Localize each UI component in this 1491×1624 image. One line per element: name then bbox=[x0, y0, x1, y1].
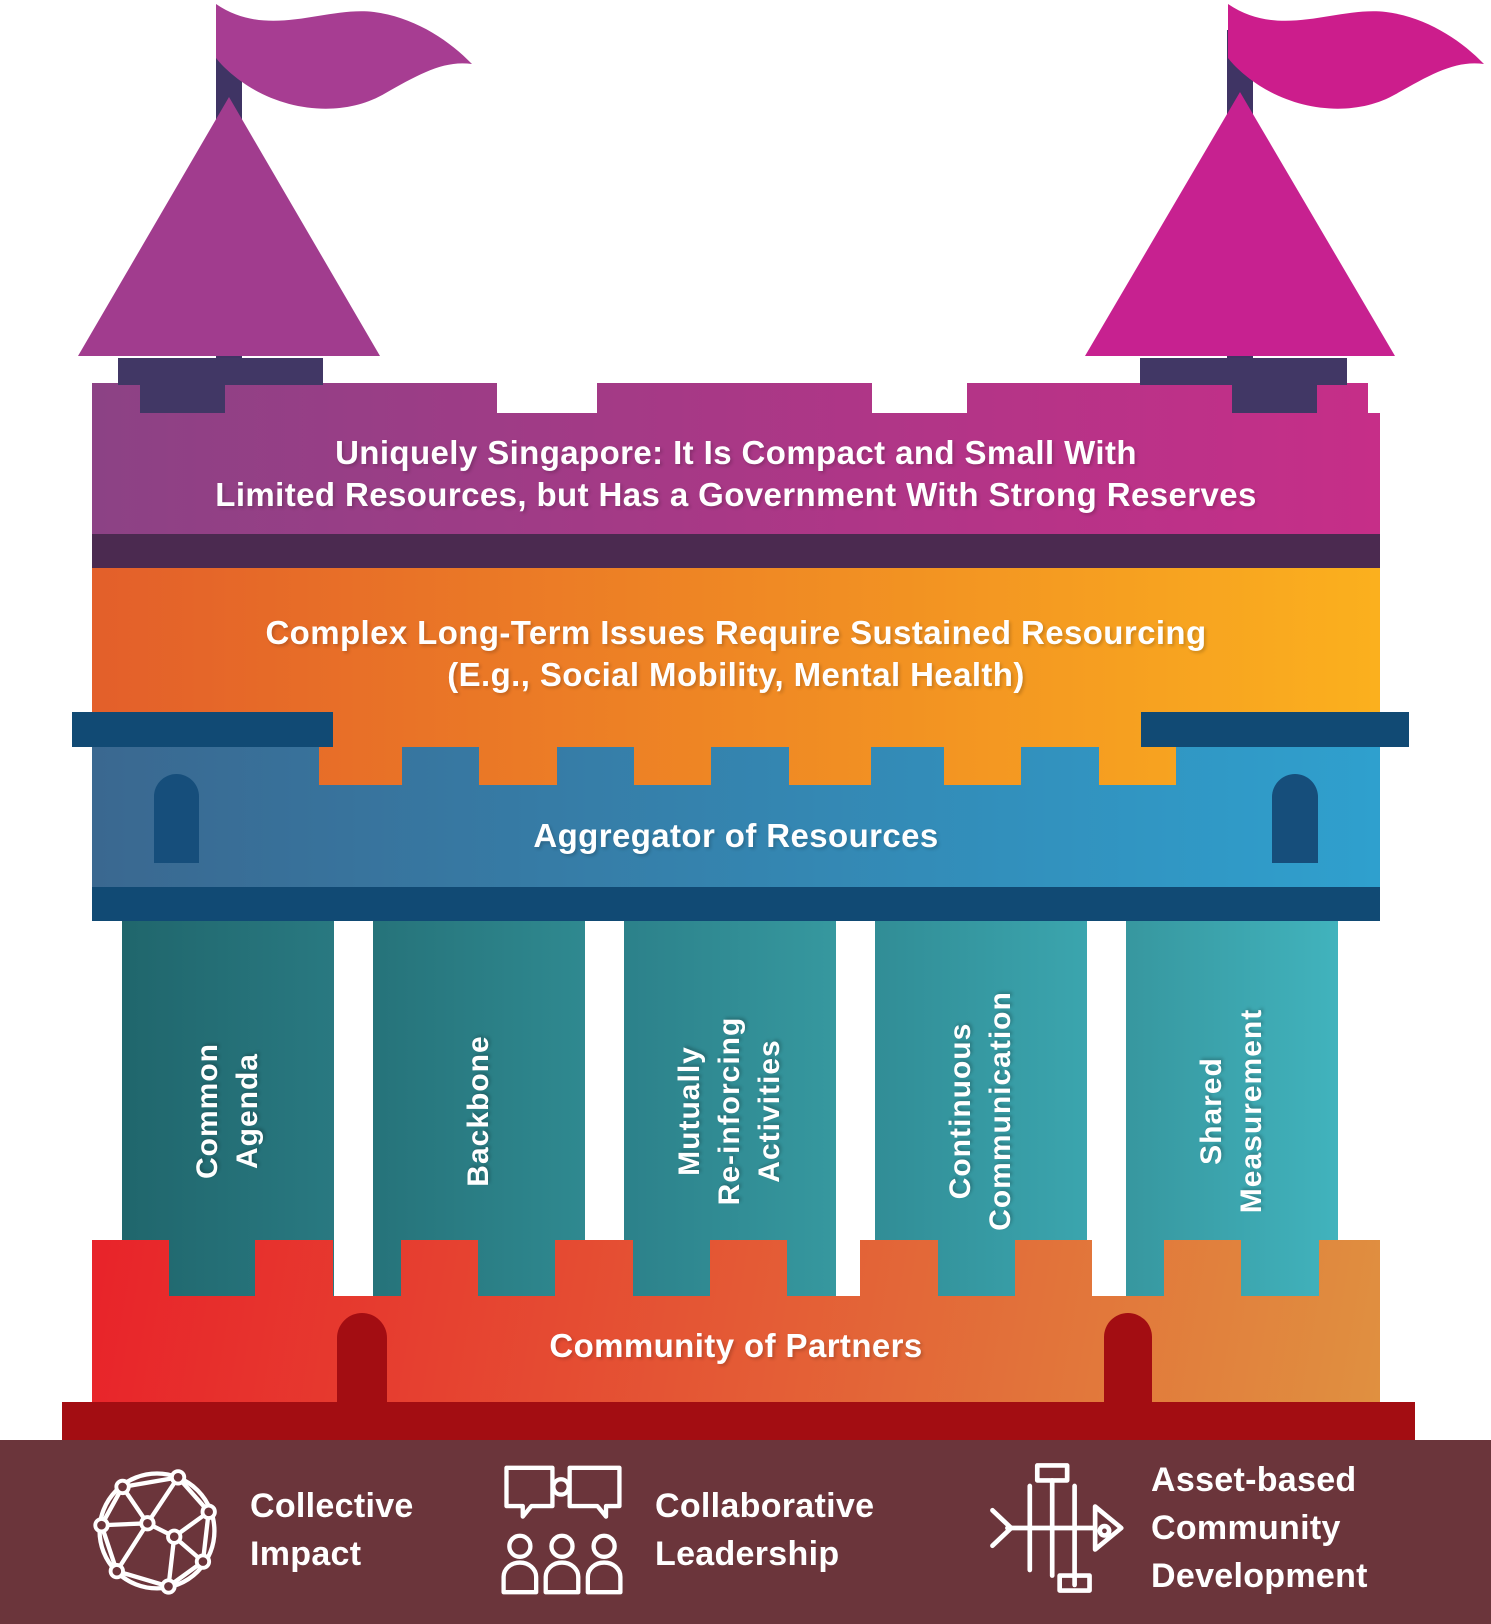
partners-base-strip bbox=[62, 1402, 1415, 1440]
network-globe-icon bbox=[93, 1469, 217, 1595]
pillar5-line1: Shared bbox=[1195, 1056, 1228, 1165]
top-band-line1: Uniquely Singapore: It Is Compact and Sm… bbox=[335, 433, 1137, 471]
footer-item-collaborative-leadership: Collaborative Leadership bbox=[495, 1455, 874, 1605]
footer-item-asset-based: Asset-based Community Development bbox=[985, 1448, 1368, 1608]
pillar3-line3: Activities bbox=[753, 1038, 786, 1183]
left-turret-flag bbox=[216, 4, 472, 109]
pillar-backbone: Backbone bbox=[373, 921, 585, 1300]
pillar-shared-measurement-label: Shared Measurement bbox=[1192, 1008, 1272, 1212]
right-turret-base bbox=[1140, 358, 1347, 385]
issues-band-line1: Complex Long-Term Issues Require Sustain… bbox=[265, 614, 1207, 651]
right-turret-roof bbox=[1085, 92, 1395, 356]
aggregator-label-area: Aggregator of Resources bbox=[92, 785, 1380, 887]
left-turret-base-stem bbox=[140, 385, 225, 413]
pillar4-line2: Communication bbox=[984, 990, 1017, 1231]
pillar-common-agenda-label: Common Agenda bbox=[188, 1043, 268, 1179]
pillar-shared-measurement: Shared Measurement bbox=[1126, 921, 1338, 1300]
top-band bbox=[92, 383, 1380, 534]
pillar-continuous-communication: Continuous Communication bbox=[875, 921, 1087, 1300]
aggregator-band-label: Aggregator of Resources bbox=[533, 815, 938, 857]
pillar2-line1: Backbone bbox=[462, 1034, 495, 1187]
pillar1-line1: Common bbox=[191, 1042, 224, 1179]
collaborative-leadership-label: Collaborative Leadership bbox=[655, 1482, 874, 1578]
asset-based-line1: Asset-based bbox=[1151, 1461, 1357, 1499]
fishbone-diagram-icon bbox=[990, 1463, 1124, 1593]
right-tower-cap bbox=[1141, 712, 1409, 747]
pillar3-line1: Mutually bbox=[673, 1045, 706, 1176]
left-arch-window bbox=[154, 774, 199, 863]
aggregator-band-text: Aggregator of Resources bbox=[533, 817, 939, 854]
partners-band-text: Community of Partners bbox=[549, 1327, 923, 1364]
pillar1-line2: Agenda bbox=[231, 1052, 264, 1169]
left-tower-cap bbox=[72, 712, 333, 747]
pillar-common-agenda: Common Agenda bbox=[122, 921, 334, 1300]
pillar-mutually-reinforcing: Mutually Re-inforcing Activities bbox=[624, 921, 836, 1300]
aggregator-band-base-strip bbox=[92, 887, 1380, 921]
footer-item-collective-impact: Collective Impact bbox=[90, 1455, 414, 1605]
partners-band-label: Community of Partners bbox=[549, 1325, 922, 1367]
collective-impact-line2: Impact bbox=[250, 1535, 362, 1573]
top-band-label: Uniquely Singapore: It Is Compact and Sm… bbox=[215, 432, 1256, 516]
partners-band bbox=[92, 1240, 1380, 1402]
divider-strip bbox=[92, 534, 1380, 568]
top-band-label-area: Uniquely Singapore: It Is Compact and Sm… bbox=[92, 413, 1380, 534]
right-arch-window bbox=[1272, 774, 1318, 863]
left-turret-roof bbox=[78, 97, 380, 356]
asset-based-line3: Development bbox=[1151, 1557, 1368, 1595]
collaborative-leadership-line2: Leadership bbox=[655, 1535, 840, 1573]
pillar4-line1: Continuous bbox=[944, 1022, 977, 1199]
right-turret-base-stem bbox=[1232, 385, 1317, 413]
right-turret-flag bbox=[1228, 4, 1484, 109]
top-band-line2: Limited Resources, but Has a Government … bbox=[215, 475, 1257, 513]
asset-based-line2: Community bbox=[1151, 1509, 1341, 1547]
partners-label-area: Community of Partners bbox=[92, 1296, 1380, 1396]
issues-band-label-area: Complex Long-Term Issues Require Sustain… bbox=[92, 568, 1380, 740]
collaborative-leadership-line1: Collaborative bbox=[655, 1487, 875, 1525]
issues-band-label: Complex Long-Term Issues Require Sustain… bbox=[265, 612, 1206, 696]
left-turret-base bbox=[118, 358, 323, 385]
collective-impact-line1: Collective bbox=[250, 1487, 414, 1525]
issues-band-line2: (E.g., Social Mobility, Mental Health) bbox=[447, 656, 1025, 693]
collective-impact-label: Collective Impact bbox=[250, 1482, 414, 1578]
pillar-mutually-reinforcing-label: Mutually Re-inforcing Activities bbox=[670, 1016, 790, 1205]
pillar-continuous-communication-label: Continuous Communication bbox=[941, 991, 1021, 1231]
footer bbox=[0, 1440, 1491, 1624]
pillar5-line2: Measurement bbox=[1235, 1008, 1268, 1213]
pillar3-line2: Re-inforcing bbox=[713, 1016, 746, 1205]
collaborative-people-icon bbox=[501, 1465, 623, 1595]
asset-based-label: Asset-based Community Development bbox=[1151, 1456, 1368, 1600]
pillar-backbone-label: Backbone bbox=[459, 1035, 499, 1186]
